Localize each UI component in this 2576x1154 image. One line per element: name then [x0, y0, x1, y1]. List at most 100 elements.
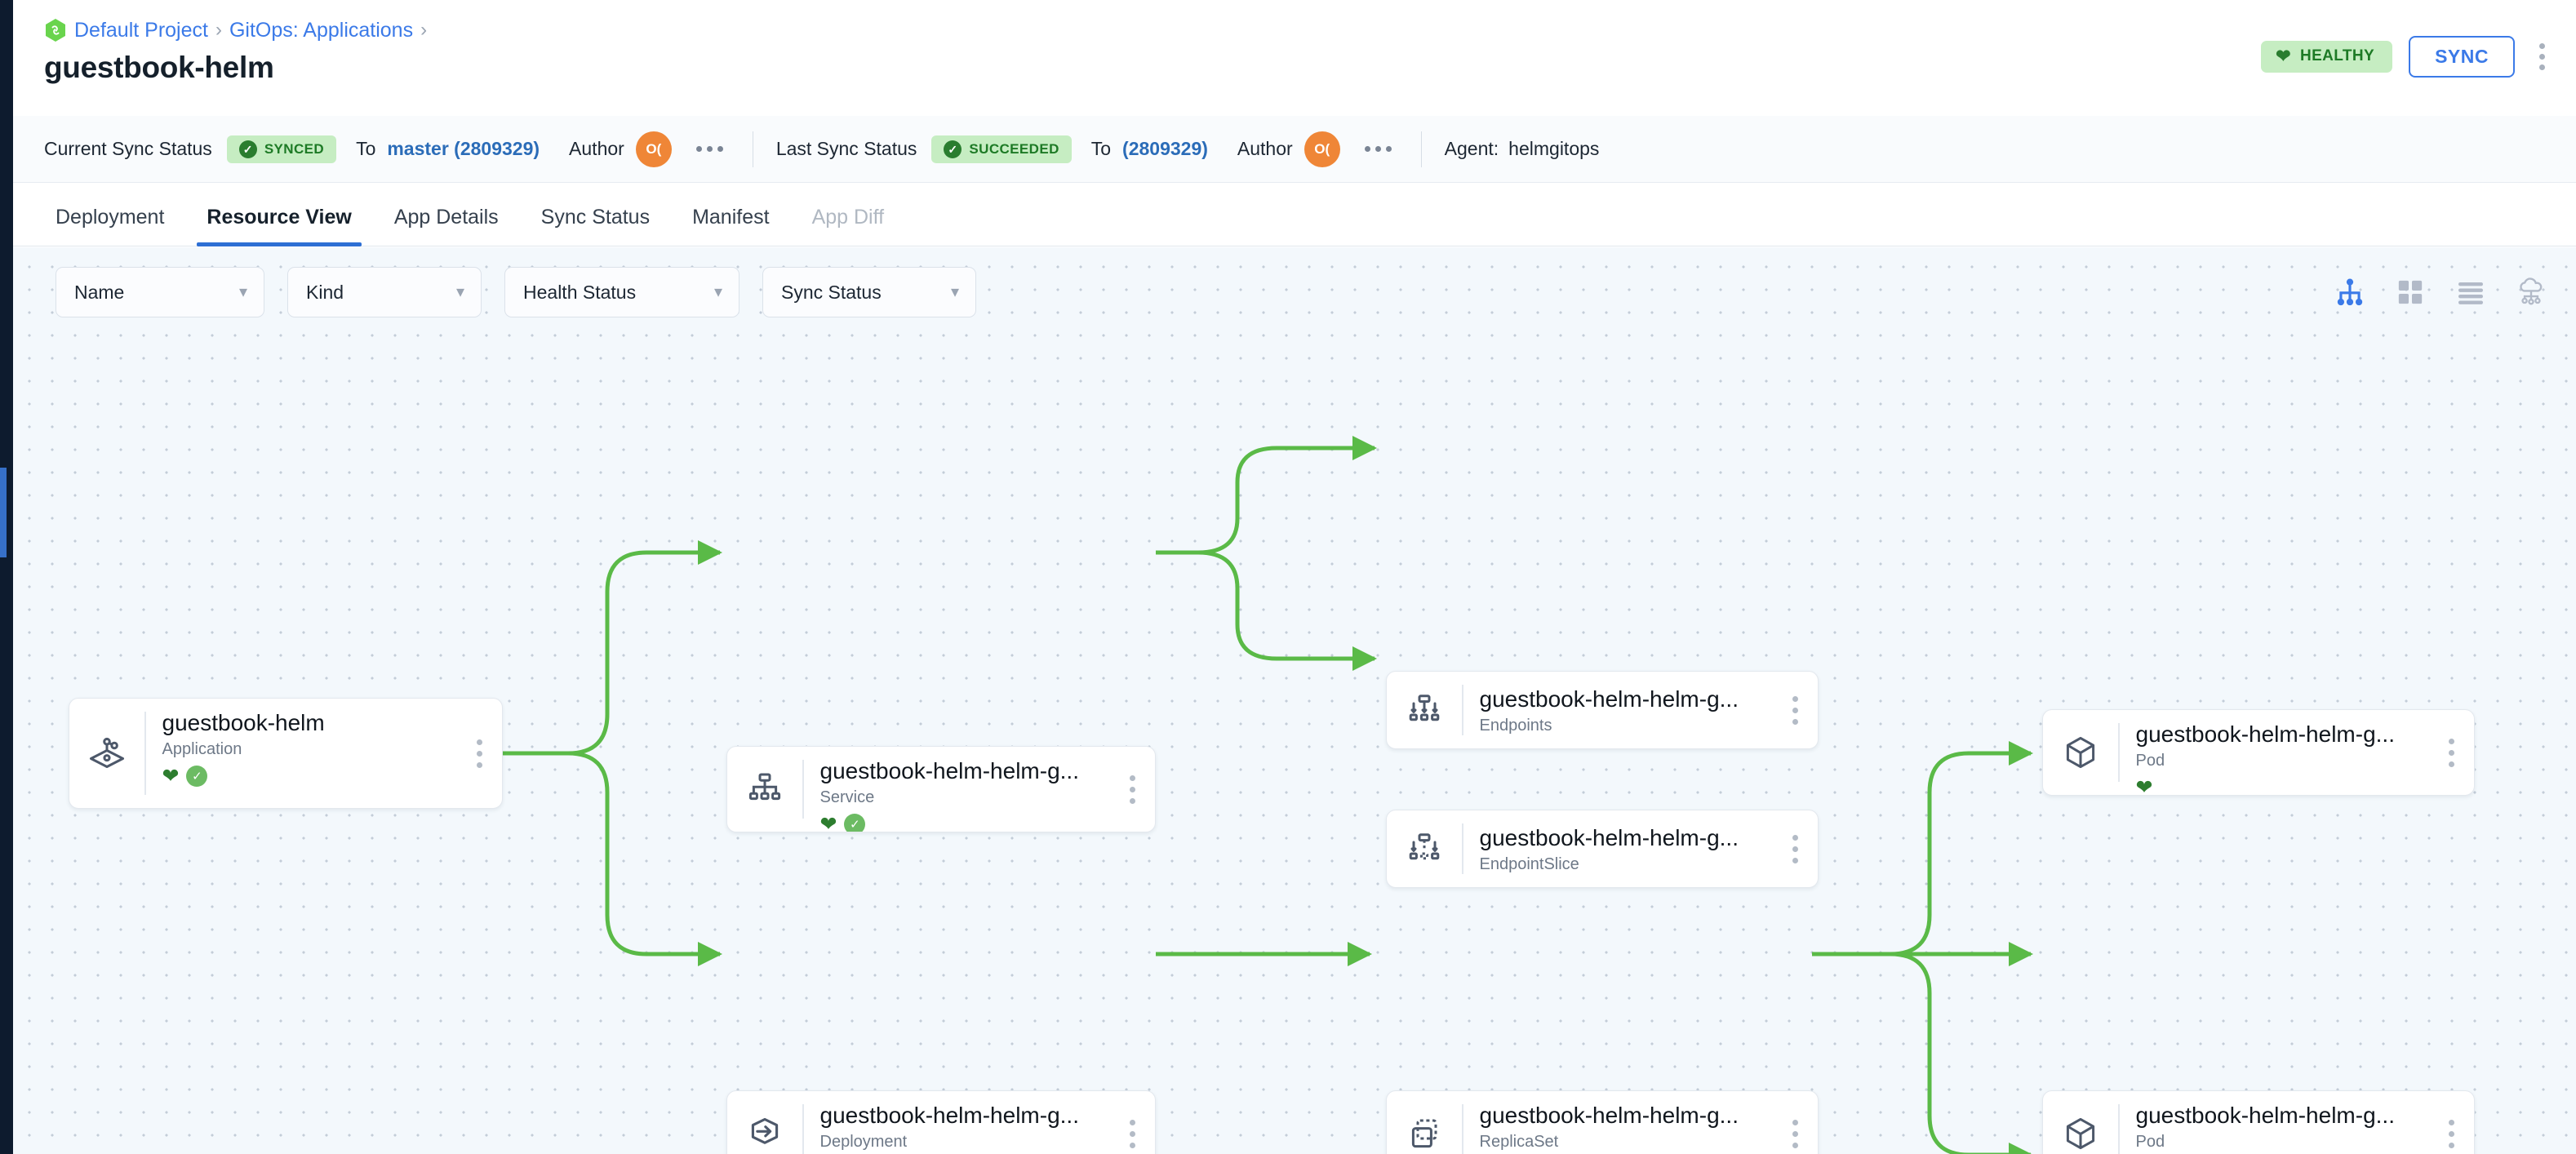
filter-health-status[interactable]: Health Status ▾ [504, 267, 739, 317]
view-toggle-grid[interactable] [2387, 271, 2434, 313]
sync-status-bar: Current Sync Status ✓ SYNCED To master (… [13, 116, 2576, 183]
node-overflow-menu-icon[interactable] [1109, 747, 1155, 832]
status-badge-healthy[interactable]: ❤ HEALTHY [2261, 41, 2393, 73]
agent-info: Agent: helmgitops [1445, 138, 1600, 160]
resource-graph-canvas[interactable]: Name ▾ Kind ▾ Health Status ▾ Sync Statu… [13, 247, 2576, 1154]
node-kind: Application [162, 740, 242, 759]
last-sync-status-chip[interactable]: ✓ SUCCEEDED [931, 135, 1072, 163]
node-badges: ❤ [2135, 775, 2429, 796]
last-sync-overflow-icon[interactable] [1358, 140, 1398, 158]
pod-icon [2043, 1091, 2118, 1154]
node-kind: Endpoints [1479, 717, 1552, 735]
avatar[interactable]: O( [1304, 131, 1340, 167]
view-toggle-list[interactable] [2447, 271, 2494, 313]
list-view-icon [2458, 282, 2483, 304]
node-title: guestbook-helm-helm-g... [2135, 721, 2395, 747]
node-title: guestbook-helm-helm-g... [1479, 825, 1739, 850]
chevron-down-icon: ▾ [950, 283, 959, 301]
node-replicaset[interactable]: guestbook-helm-helm-g... ReplicaSet ❤ [1386, 1090, 1819, 1154]
node-deployment[interactable]: guestbook-helm-helm-g... Deployment ❤ ✓ [726, 1090, 1156, 1154]
graph-toolbar: Name ▾ Kind ▾ Health Status ▾ Sync Statu… [13, 247, 2576, 337]
endpointslice-icon [1387, 810, 1462, 887]
sync-button[interactable]: SYNC [2409, 36, 2515, 78]
current-revision-link[interactable]: master (2809329) [387, 138, 540, 159]
node-title: guestbook-helm-helm-g... [1479, 686, 1739, 712]
tab-sync-status[interactable]: Sync Status [520, 206, 671, 246]
header-overflow-menu-icon[interactable] [2531, 38, 2553, 75]
sync-check-icon: ✓ [844, 814, 866, 832]
node-overflow-menu-icon[interactable] [2428, 710, 2474, 795]
view-toggle-network[interactable] [2507, 271, 2555, 313]
node-title: guestbook-helm-helm-g... [1479, 1103, 1739, 1128]
last-sync-status-label: Last Sync Status [775, 138, 917, 159]
node-kind: Pod [2135, 1133, 2165, 1152]
tab-deployment[interactable]: Deployment [44, 206, 185, 246]
filter-sync-status[interactable]: Sync Status ▾ [762, 267, 976, 317]
chevron-down-icon: ▾ [455, 283, 464, 301]
deployment-icon [727, 1091, 802, 1154]
node-badges: ❤ ✓ [162, 765, 457, 788]
breadcrumb-item-gitops-applications[interactable]: GitOps: Applications [229, 18, 414, 42]
last-revision-link[interactable]: (2809329) [1122, 138, 1208, 159]
current-sync-status-label: Current Sync Status [44, 138, 212, 159]
node-overflow-menu-icon[interactable] [2428, 1091, 2474, 1154]
check-circle-icon: ✓ [944, 140, 962, 158]
last-author-label: Author [1237, 138, 1293, 159]
tab-resource-view[interactable]: Resource View [185, 206, 372, 246]
argo-logo-icon [44, 18, 67, 42]
node-service[interactable]: guestbook-helm-helm-g... Service ❤ ✓ [726, 746, 1156, 832]
avatar[interactable]: O( [635, 131, 672, 167]
heart-icon: ❤ [819, 812, 837, 832]
node-kind: Deployment [819, 1133, 908, 1152]
heart-icon: ❤ [2135, 775, 2153, 796]
pod-icon [2043, 710, 2118, 795]
agent-value: helmgitops [1508, 138, 1600, 159]
chevron-down-icon: ▾ [713, 283, 722, 301]
network-topology-icon [2520, 277, 2543, 305]
last-to-label: To [1090, 138, 1112, 159]
current-sync-overflow-icon[interactable] [690, 140, 730, 158]
node-endpoints[interactable]: guestbook-helm-helm-g... Endpoints [1386, 671, 1819, 749]
node-title: guestbook-helm-helm-g... [819, 758, 1079, 783]
node-overflow-menu-icon[interactable] [1772, 810, 1818, 887]
left-nav-rail[interactable] [0, 0, 13, 1154]
node-pod-1[interactable]: guestbook-helm-helm-g... Pod ❤ [2042, 709, 2475, 796]
current-to-label: To [356, 138, 376, 159]
page-title: guestbook-helm [44, 51, 274, 84]
agent-label: Agent: [1444, 138, 1499, 159]
filter-name[interactable]: Name ▾ [56, 267, 264, 317]
node-overflow-menu-icon[interactable] [1772, 672, 1818, 748]
node-badges: ❤ ✓ [820, 813, 1110, 832]
node-pod-2[interactable]: guestbook-helm-helm-g... Pod ❤ [2042, 1090, 2475, 1154]
node-title: guestbook-helm-helm-g... [819, 1103, 1079, 1128]
node-title: guestbook-helm-helm-g... [2135, 1103, 2395, 1128]
resource-tree: guestbook-helm Application ❤ ✓ [13, 247, 2576, 1154]
breadcrumb-item-default-project[interactable]: Default Project [74, 18, 208, 42]
chevron-down-icon: ▾ [238, 283, 247, 301]
node-application[interactable]: guestbook-helm Application ❤ ✓ [69, 698, 503, 809]
current-sync-status-chip[interactable]: ✓ SYNCED [226, 135, 337, 163]
grid-view-icon [2398, 280, 2423, 304]
header-actions: ❤ HEALTHY SYNC [2261, 36, 2553, 78]
node-overflow-menu-icon[interactable] [456, 699, 502, 808]
node-overflow-menu-icon[interactable] [1772, 1091, 1818, 1154]
sync-check-icon: ✓ [186, 766, 208, 788]
filter-kind-label: Kind [306, 281, 344, 303]
breadcrumb-separator-icon: › [215, 19, 222, 41]
service-icon [727, 747, 802, 832]
node-kind: Service [819, 788, 875, 807]
heart-icon: ❤ [162, 764, 180, 788]
tab-app-details[interactable]: App Details [373, 206, 520, 246]
node-title: guestbook-helm [162, 710, 325, 735]
tree-view-icon [2337, 278, 2363, 306]
node-kind: ReplicaSet [1479, 1133, 1559, 1152]
node-endpointslice[interactable]: guestbook-helm-helm-g... EndpointSlice [1386, 810, 1819, 888]
tab-manifest[interactable]: Manifest [671, 206, 790, 246]
view-toggle-tree[interactable] [2326, 271, 2374, 313]
last-sync-status-chip-label: SUCCEEDED [969, 140, 1059, 157]
filter-kind[interactable]: Kind ▾ [287, 267, 482, 317]
node-overflow-menu-icon[interactable] [1109, 1091, 1155, 1154]
current-author-label: Author [569, 138, 624, 159]
left-nav-active-indicator [0, 468, 7, 557]
application-icon [69, 699, 144, 808]
